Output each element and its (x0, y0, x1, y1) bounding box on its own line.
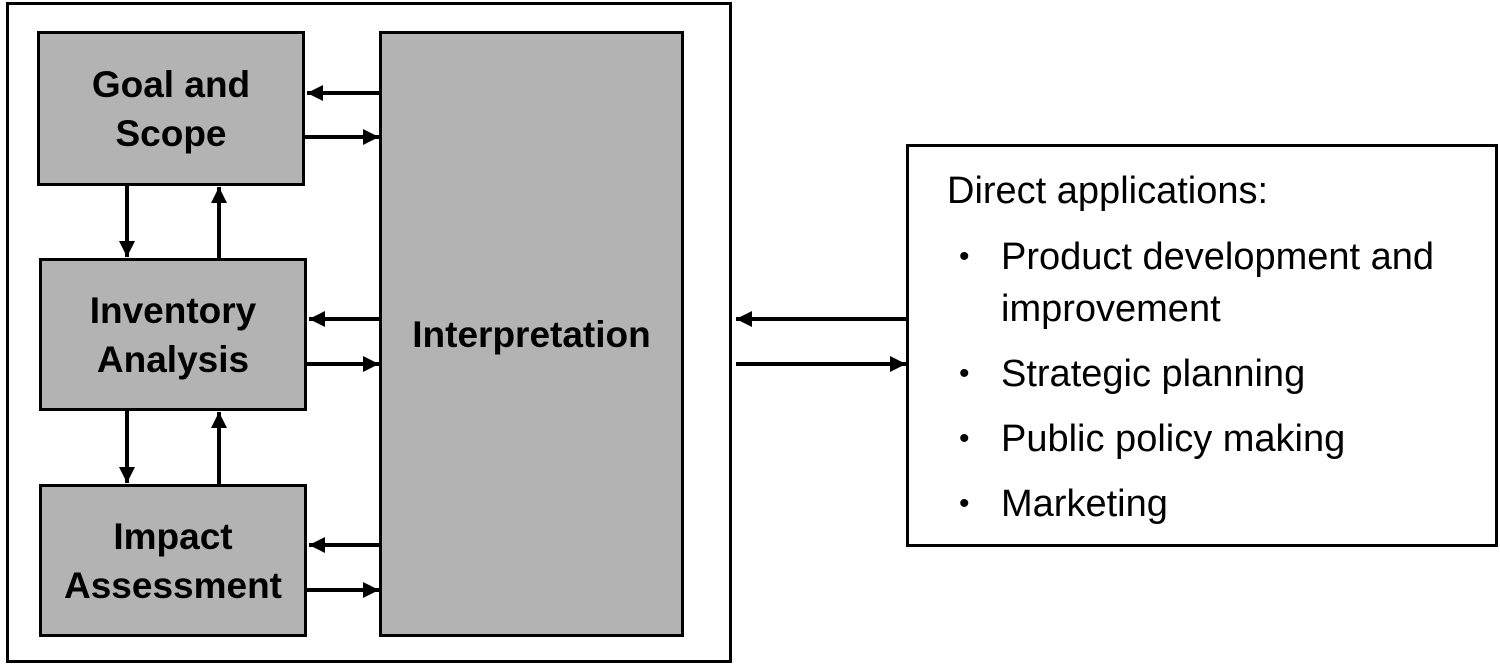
application-item-label: Public policy making (1001, 418, 1346, 460)
impact-assessment-box: Impact Assessment (39, 484, 307, 637)
application-item-label: Product development and improvement (1001, 236, 1435, 330)
direct-applications-title: Direct applications: (947, 170, 1269, 212)
inventory-analysis-box: Inventory Analysis (39, 258, 307, 411)
application-item: • Strategic planning (959, 348, 1481, 400)
application-item-label: Marketing (1001, 483, 1168, 525)
application-item: • Marketing (959, 478, 1481, 530)
direct-applications-box: Direct applications: • Product developme… (906, 144, 1498, 547)
application-item-label: Strategic planning (1001, 353, 1306, 395)
interpretation-label: Interpretation (412, 313, 651, 355)
interpretation-box: Interpretation (379, 31, 684, 637)
bullet-icon: • (959, 357, 970, 390)
direct-applications-list: • Product development and improvement • … (959, 231, 1481, 543)
impact-assessment-label: Impact Assessment (63, 515, 282, 606)
application-item: • Public policy making (959, 413, 1481, 465)
application-item: • Product development and improvement (959, 231, 1481, 335)
bullet-icon: • (959, 487, 970, 520)
bullet-icon: • (959, 240, 970, 273)
bullet-icon: • (959, 422, 970, 455)
goal-and-scope-box: Goal and Scope (37, 31, 305, 186)
goal-and-scope-label: Goal and Scope (91, 63, 251, 154)
inventory-analysis-label: Inventory Analysis (89, 289, 257, 380)
